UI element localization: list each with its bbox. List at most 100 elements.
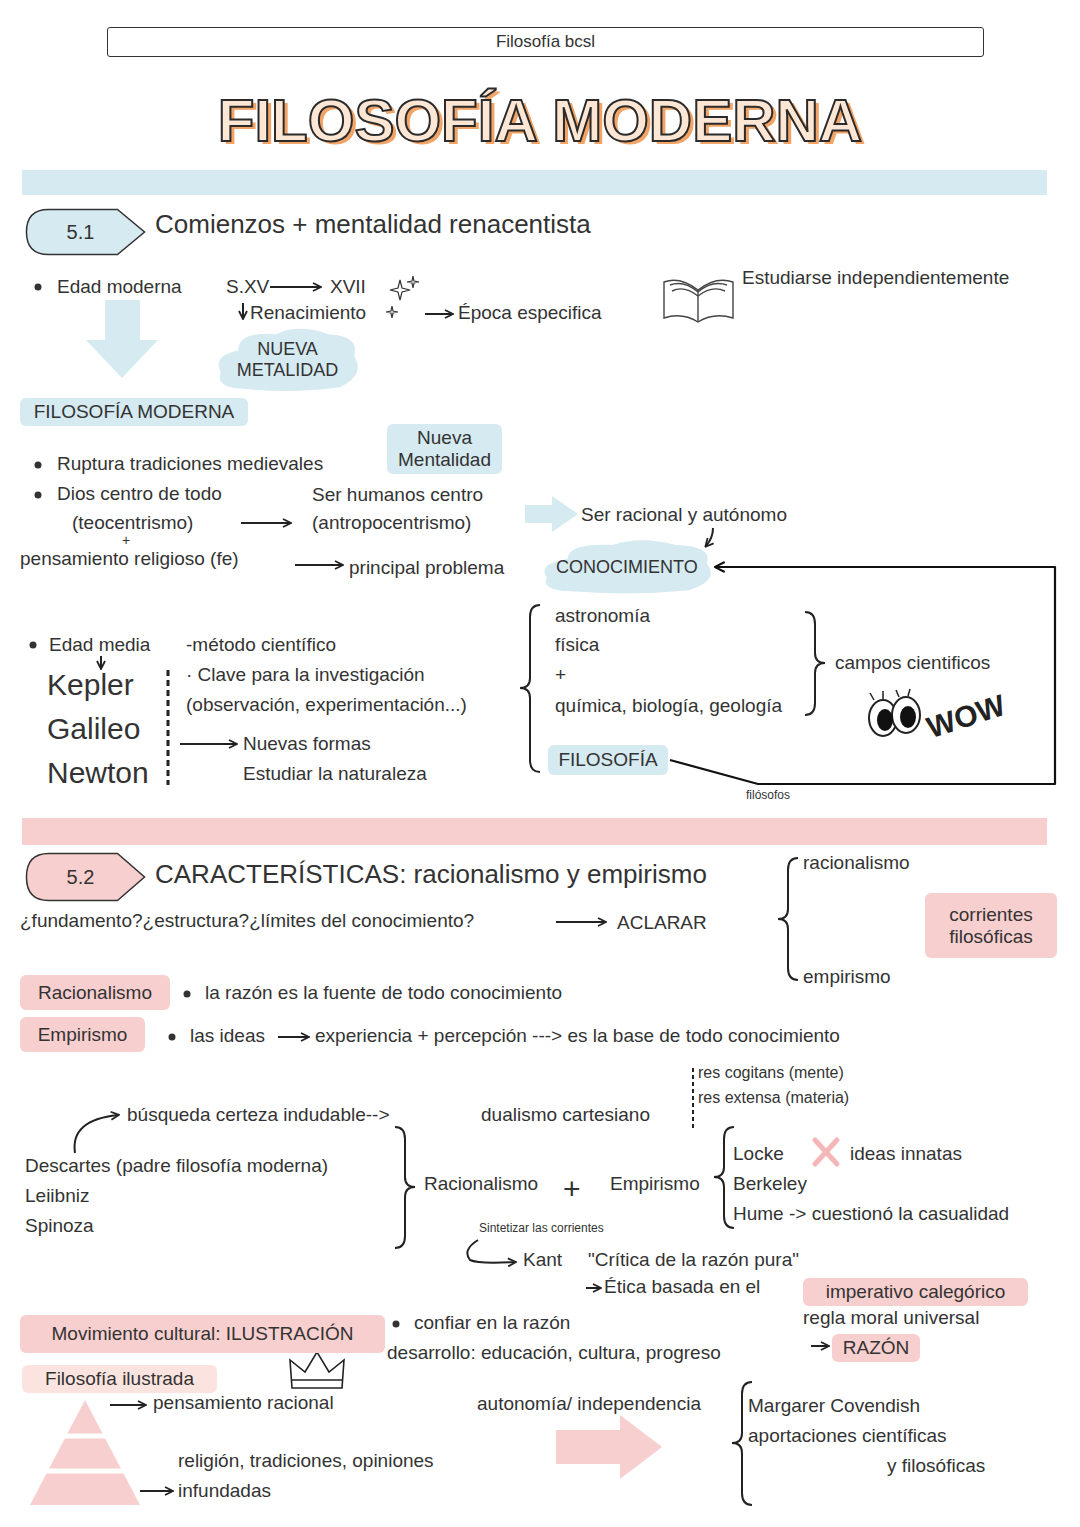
note-text: pensamiento religioso (fe) xyxy=(20,548,239,570)
note-text: regla moral universal xyxy=(803,1307,979,1329)
note-text: Berkeley xyxy=(733,1173,807,1195)
note-text: búsqueda certeza indudable--> xyxy=(127,1104,390,1126)
note-text: Descartes (padre filosofía moderna) xyxy=(25,1155,328,1177)
highlight-box: FILOSOFÍA xyxy=(548,745,668,775)
note-text: XVII xyxy=(330,276,366,298)
exclamation-text: WOW xyxy=(923,688,1010,746)
note-text: dualismo cartesiano xyxy=(481,1104,650,1126)
page-title: FILOSOFÍA MODERNA xyxy=(0,88,1080,154)
note-text: confiar en la razón xyxy=(414,1312,570,1334)
header-box: Filosofía bcsl xyxy=(107,27,984,57)
note-text: Racionalismo xyxy=(424,1173,538,1195)
down-arrow xyxy=(86,300,158,378)
note-text: + xyxy=(555,664,566,686)
cloud-shape: CONOCIMIENTO xyxy=(540,538,714,596)
section-badge: 5.2 xyxy=(24,852,147,902)
note-text: (observación, experimentación...) xyxy=(186,694,467,716)
note-text: "Crítica de la razón pura" xyxy=(588,1249,799,1271)
note-text: CARACTERÍSTICAS: racionalismo y empirism… xyxy=(155,860,707,890)
note-text: Edad media xyxy=(49,634,150,656)
note-text: autonomía/ independencia xyxy=(477,1393,701,1415)
note-text: (antropocentrismo) xyxy=(312,512,471,534)
node-text: CONOCIMIENTO xyxy=(556,557,698,578)
note-text: + xyxy=(122,532,130,548)
note-text: Dios centro de todo xyxy=(57,483,222,505)
note-text: Sintetizar las corrientes xyxy=(479,1222,604,1236)
highlight-box: RAZÓN xyxy=(832,1334,920,1362)
note-text: ACLARAR xyxy=(617,912,707,934)
big-arrow xyxy=(556,1415,662,1479)
node-text: FILOSOFÍA xyxy=(558,749,657,771)
note-text: Nuevas formas xyxy=(243,733,371,755)
cloud-shape: NUEVA METALIDAD xyxy=(215,326,360,394)
note-text: + xyxy=(563,1172,581,1207)
note-text: Kepler xyxy=(47,668,134,703)
note-text: pensamiento racional xyxy=(153,1392,334,1414)
highlight-box: Movimiento cultural: ILUSTRACIÓN xyxy=(20,1315,385,1353)
dashed-line xyxy=(693,1068,694,1130)
highlight-box: Nueva Mentalidad xyxy=(387,424,502,474)
node-text: Empirismo xyxy=(38,1024,128,1046)
highlight-box: Filosofía ilustrada xyxy=(22,1365,217,1393)
node-text: RAZÓN xyxy=(843,1337,910,1359)
note-text: (teocentrismo) xyxy=(72,512,193,534)
crown-icon xyxy=(290,1352,344,1388)
note-text: Edad moderna xyxy=(57,276,182,298)
note-text: Kant xyxy=(523,1249,562,1271)
node-text: Racionalismo xyxy=(38,982,152,1004)
section-badge-path xyxy=(26,209,144,254)
brace xyxy=(395,605,825,1505)
note-text: campos cientificos xyxy=(835,652,990,674)
section-band xyxy=(22,170,1047,195)
note-text: Ser humanos centro xyxy=(312,484,483,506)
node-text: 5.2 xyxy=(67,866,95,889)
node-text: Nueva Mentalidad xyxy=(397,427,492,471)
note-text: -método científico xyxy=(186,634,336,656)
cloud-shape-path xyxy=(544,540,711,593)
node-text: corrientes filosóficas xyxy=(935,904,1047,948)
note-text: Ética basada en el xyxy=(604,1276,760,1298)
note-text: Ser racional y autónomo xyxy=(581,504,787,526)
node-text: FILOSOFÍA MODERNA xyxy=(34,401,235,423)
connector-label: filósofos xyxy=(744,789,792,803)
note-text: res extensa (materia) xyxy=(698,1089,849,1107)
note-text: las ideas xyxy=(190,1025,265,1047)
note-text: astronomía xyxy=(555,605,650,627)
highlight-box: FILOSOFÍA MODERNA xyxy=(20,398,248,426)
note-text: experiencia + percepción ---> es la base… xyxy=(315,1025,840,1047)
note-text: empirismo xyxy=(803,966,891,988)
eyes xyxy=(869,689,920,736)
note-text: Estudiar la naturaleza xyxy=(243,763,427,785)
note-text: aportaciones científicas xyxy=(748,1425,947,1447)
book-icon xyxy=(664,280,733,322)
note-text: desarrollo: educación, cultura, progreso xyxy=(387,1342,721,1364)
note-text: Renacimiento xyxy=(250,302,366,324)
note-text: Estudiarse independientemente xyxy=(742,267,1009,289)
note-text: Empirismo xyxy=(610,1173,700,1195)
note-text: S.XV xyxy=(226,276,269,298)
note-text: ideas innatas xyxy=(850,1143,962,1165)
note-text: Locke xyxy=(733,1143,784,1165)
highlight-box: imperativo calegórico xyxy=(803,1278,1028,1306)
note-text: · Clave para la investigación xyxy=(186,664,425,686)
note-text: la razón es la fuente de todo conocimien… xyxy=(205,982,562,1004)
pyramid xyxy=(20,1400,150,1505)
note-text: ¿fundamento?¿estructura?¿límites del con… xyxy=(20,910,474,932)
dashed-line xyxy=(167,670,170,785)
node-text: Filosofía bcsl xyxy=(496,32,595,52)
note-text: química, biología, geología xyxy=(555,695,782,717)
connector-arrow xyxy=(670,567,1055,784)
note-text: racionalismo xyxy=(803,852,910,874)
note-text: Newton xyxy=(47,756,149,791)
note-text: Spinoza xyxy=(25,1215,94,1237)
node-text: Filosofía ilustrada xyxy=(45,1368,194,1390)
highlight-box: corrientes filosóficas xyxy=(925,893,1057,958)
note-text: Hume -> cuestionó la casualidad xyxy=(733,1203,1009,1225)
note-text: Leiibniz xyxy=(25,1185,89,1207)
note-text: Comienzos + mentalidad renacentista xyxy=(155,210,591,240)
sparkles xyxy=(386,276,419,318)
note-text: Época especifica xyxy=(458,302,602,324)
note-text: principal problema xyxy=(349,557,504,579)
note-text: infundadas xyxy=(178,1480,271,1502)
node-text: Movimiento cultural: ILUSTRACIÓN xyxy=(52,1323,354,1345)
